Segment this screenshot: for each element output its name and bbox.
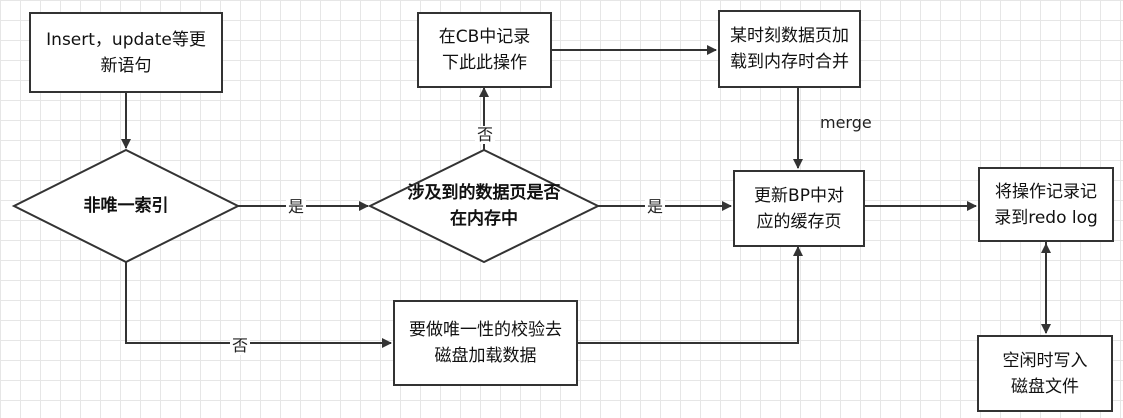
edge-label-yes-index: 是 bbox=[286, 197, 307, 216]
node-update-bp-label: 更新BP中对应的缓存页 bbox=[754, 185, 844, 232]
edge-label-merge: merge bbox=[820, 113, 872, 132]
edge-check-to-bp bbox=[578, 246, 803, 344]
node-non-unique-index-label: 非唯一索引 bbox=[83, 196, 169, 216]
decision-diamond-page-in-memory bbox=[367, 148, 601, 264]
edge-label-yes-memory: 是 bbox=[645, 197, 666, 216]
node-insert-update-label: Insert，update等更新语句 bbox=[46, 29, 206, 76]
node-insert-update: Insert，update等更新语句 bbox=[29, 12, 223, 93]
node-unique-check-load-label: 要做唯一性的校验去磁盘加载数据 bbox=[409, 320, 562, 366]
node-idle-write-disk-label: 空闲时写入磁盘文件 bbox=[1002, 350, 1088, 397]
edge-index-no-to-check bbox=[125, 262, 392, 348]
node-merge-on-load-label: 某时刻数据页加载到内存时合并 bbox=[730, 26, 849, 72]
node-record-in-cb-label: 在CB中记录下此此操作 bbox=[438, 27, 531, 73]
node-write-redo-log: 将操作记录记录到redo log bbox=[978, 167, 1114, 242]
node-idle-write-disk: 空闲时写入磁盘文件 bbox=[977, 335, 1113, 412]
node-update-bp: 更新BP中对应的缓存页 bbox=[733, 170, 865, 247]
node-page-in-memory-label: 涉及到的数据页是否在内存中 bbox=[407, 183, 561, 229]
node-merge-on-load: 某时刻数据页加载到内存时合并 bbox=[718, 10, 861, 88]
edge-label-no-memory: 否 bbox=[475, 125, 496, 144]
node-unique-check-load: 要做唯一性的校验去磁盘加载数据 bbox=[393, 300, 578, 386]
node-record-in-cb: 在CB中记录下此此操作 bbox=[417, 12, 552, 88]
node-write-redo-log-label: 将操作记录记录到redo log bbox=[994, 181, 1098, 228]
edge-label-no-index: 否 bbox=[230, 336, 251, 355]
